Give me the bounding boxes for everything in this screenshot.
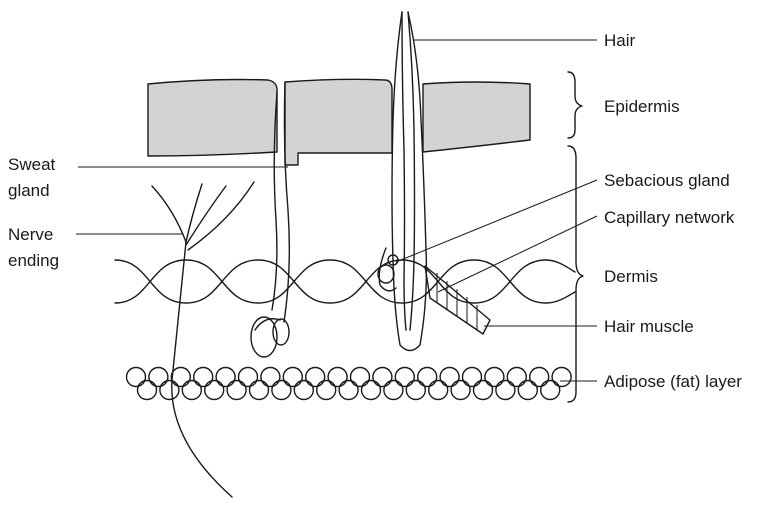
fat-cell <box>429 381 448 400</box>
label-sweat-gland-line1: Sweat <box>8 155 56 174</box>
fat-cell <box>530 368 549 387</box>
fat-cell <box>518 381 537 400</box>
label-nerve-ending-line2: ending <box>8 251 59 270</box>
fat-cell <box>463 368 482 387</box>
fat-cell <box>283 368 302 387</box>
fat-cell <box>440 368 459 387</box>
fat-cell <box>149 368 168 387</box>
label-epidermis: Epidermis <box>604 97 680 116</box>
fat-cell <box>205 381 224 400</box>
label-adipose-layer: Adipose (fat) layer <box>604 372 742 391</box>
fat-cell <box>552 368 571 387</box>
dermis-brace <box>568 146 583 402</box>
fat-cell <box>216 368 235 387</box>
label-nerve-ending-line1: Nerve <box>8 225 53 244</box>
fat-cell <box>127 368 146 387</box>
fat-cell <box>496 381 515 400</box>
fat-cell <box>182 381 201 400</box>
fat-cell <box>138 381 157 400</box>
fat-cell <box>406 381 425 400</box>
fat-cell <box>474 381 493 400</box>
label-hair: Hair <box>604 31 636 50</box>
fat-cell <box>328 368 347 387</box>
fat-cell <box>294 381 313 400</box>
fat-cell <box>351 368 370 387</box>
label-sweat-gland-line2: gland <box>8 181 50 200</box>
fat-cell <box>227 381 246 400</box>
label-capillary-network: Capillary network <box>604 208 735 227</box>
fat-cell <box>339 381 358 400</box>
fat-cell <box>306 368 325 387</box>
fat-cell <box>384 381 403 400</box>
epidermis-layer <box>148 79 530 165</box>
label-dermis: Dermis <box>604 267 658 286</box>
fat-cell <box>160 381 179 400</box>
fat-cell <box>395 368 414 387</box>
label-sebacious-gland: Sebacious gland <box>604 171 730 190</box>
fat-cell <box>317 381 336 400</box>
fat-cell <box>541 381 560 400</box>
fat-cell <box>261 368 280 387</box>
fat-cell <box>171 368 190 387</box>
fat-cell <box>362 381 381 400</box>
fat-cell <box>194 368 213 387</box>
fat-cell <box>485 368 504 387</box>
fat-cell <box>418 368 437 387</box>
nerve-ending <box>152 182 254 497</box>
epidermis-brace <box>568 72 582 138</box>
fat-cell <box>373 368 392 387</box>
fat-cell <box>239 368 258 387</box>
label-hair-muscle: Hair muscle <box>604 317 694 336</box>
adipose-layer <box>127 368 572 400</box>
fat-cell <box>451 381 470 400</box>
fat-cell <box>507 368 526 387</box>
sebacious-gland <box>378 255 398 283</box>
fat-cell <box>272 381 291 400</box>
fat-cell <box>250 381 269 400</box>
